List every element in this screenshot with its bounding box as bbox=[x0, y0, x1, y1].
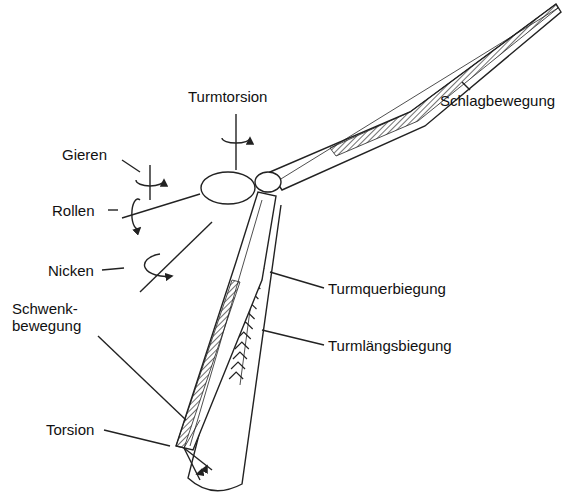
rotation-axis bbox=[149, 165, 150, 200]
rotation-axis bbox=[140, 222, 212, 292]
part-label: Turmlängsbiegung bbox=[328, 337, 452, 354]
rotor-blade-upper bbox=[270, 4, 561, 190]
leader-line bbox=[98, 336, 186, 420]
yaw-axis bbox=[235, 114, 236, 170]
rotation-arrow bbox=[222, 138, 250, 143]
blade-hatching bbox=[330, 4, 558, 156]
torsion-line bbox=[184, 448, 212, 470]
blade-axis bbox=[276, 8, 558, 182]
leader-line bbox=[122, 160, 140, 172]
torsion-arrow bbox=[197, 466, 207, 474]
torsion-line bbox=[184, 420, 200, 448]
leader-line bbox=[108, 209, 118, 210]
rotation-arrow bbox=[145, 254, 172, 276]
rotation-axis bbox=[122, 194, 200, 218]
part-label: Gieren bbox=[62, 146, 107, 163]
nacelle bbox=[201, 172, 255, 204]
blade-hatching bbox=[176, 280, 240, 448]
leader-line bbox=[104, 430, 170, 446]
tower-bending-arrow bbox=[233, 352, 247, 359]
part-label: Schlagbewegung bbox=[440, 92, 555, 109]
leader-line bbox=[262, 330, 324, 345]
blade-axis bbox=[190, 200, 262, 446]
leader-line bbox=[462, 82, 470, 90]
rotor-blade-lower bbox=[176, 192, 276, 450]
torsion-line bbox=[184, 448, 200, 480]
leader-line bbox=[102, 268, 124, 270]
leader-line bbox=[270, 272, 324, 288]
part-label: Nicken bbox=[48, 262, 94, 279]
part-label: Turmtorsion bbox=[188, 88, 267, 105]
rotation-arrow bbox=[132, 199, 140, 229]
part-label: Rollen bbox=[52, 202, 95, 219]
part-label: Torsion bbox=[46, 421, 94, 438]
hub bbox=[255, 172, 281, 192]
part-label: Turmquerbiegung bbox=[328, 280, 446, 297]
rotation-arrow bbox=[136, 180, 164, 186]
part-label: Schwenk- bewegung bbox=[12, 300, 98, 334]
